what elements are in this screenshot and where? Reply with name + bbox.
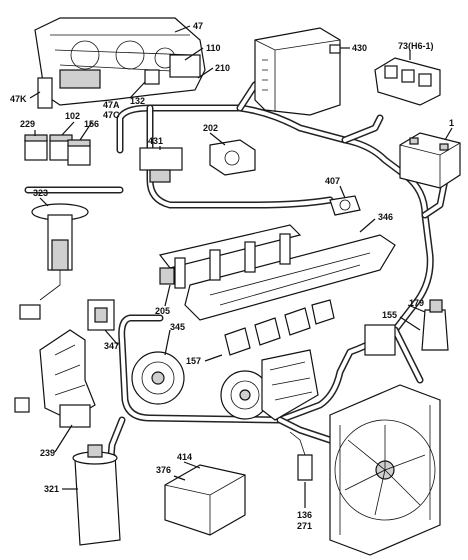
label-132: 132 [130,96,145,106]
label-179: 179 [409,298,424,308]
label-47a: 47A [103,100,120,110]
label-345: 345 [170,322,185,332]
label-157: 157 [186,356,201,366]
relays-group [24,134,91,166]
callout-labels: 47 110 210 430 73(H6-1) 47K 132 47A 47C … [10,21,454,531]
ignition-coil [139,147,183,183]
label-376: 376 [156,465,171,475]
knock-sensor [329,195,361,216]
label-47k: 47K [10,94,27,104]
label-156: 156 [84,119,99,129]
abs-module [164,464,246,536]
label-102: 102 [65,111,80,121]
alternator-pulley [131,351,185,405]
label-229: 229 [20,119,35,129]
label-347: 347 [104,341,119,351]
radiator-fan [329,384,441,556]
gear-selector [14,329,96,428]
temperature-sensor [209,139,256,176]
label-136: 136 [297,510,312,520]
oxygen-sensor [289,431,313,481]
instrument-panel [34,17,206,109]
label-202: 202 [203,123,218,133]
label-210: 210 [215,63,230,73]
label-323: 323 [33,188,48,198]
idle-actuator [364,299,449,356]
label-47: 47 [193,21,203,31]
label-346: 346 [378,212,393,222]
label-155: 155 [382,310,397,320]
leader-lines [29,25,453,508]
label-205: 205 [155,306,170,316]
label-431: 431 [148,136,163,146]
battery [399,132,461,189]
relay-box [374,57,441,106]
label-1: 1 [449,118,454,128]
label-47c: 47C [103,110,120,120]
label-110: 110 [206,43,221,53]
fuel-pump [19,203,89,320]
label-73: 73(H6-1) [398,41,434,51]
ignition-coils [224,299,335,356]
label-321: 321 [44,484,59,494]
label-414: 414 [177,452,192,462]
label-271: 271 [297,521,312,531]
label-407: 407 [325,176,340,186]
connector-block [87,299,115,331]
ecu-module [254,27,341,116]
charcoal-canister [72,444,121,546]
ac-compressor [220,349,319,421]
intake-manifold [158,224,396,321]
wiring-harness [24,66,449,474]
label-430: 430 [352,43,367,53]
label-239: 239 [40,448,55,458]
